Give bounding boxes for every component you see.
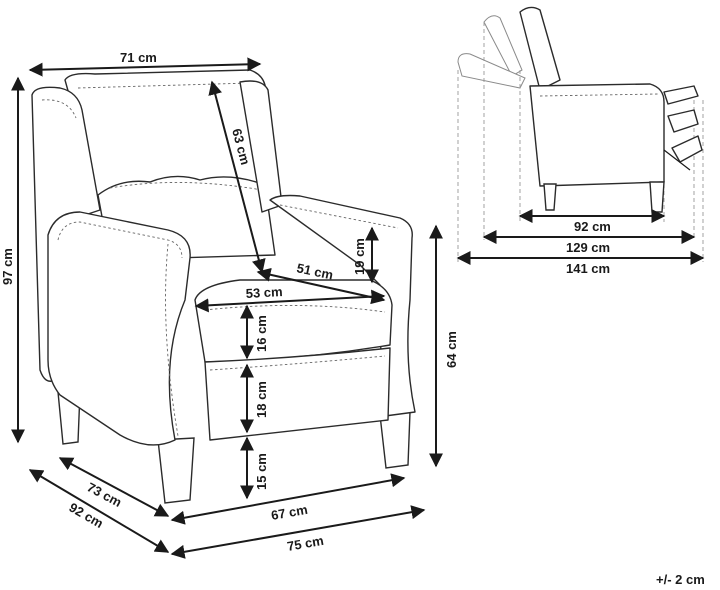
armrest-height-label: 19 cm bbox=[352, 238, 367, 275]
partial-recline-length-label: 129 cm bbox=[566, 240, 610, 255]
dimension-lines bbox=[11, 57, 443, 559]
top-width-label: 71 cm bbox=[120, 50, 157, 65]
arm-to-floor-height-label: 64 cm bbox=[444, 331, 459, 368]
tolerance-note: +/- 2 cm bbox=[656, 572, 705, 587]
seat-thickness-label: 16 cm bbox=[254, 315, 269, 352]
seat-width-label: 53 cm bbox=[245, 284, 283, 301]
seat-depth-label: 51 cm bbox=[295, 260, 334, 282]
recliner-side-view bbox=[457, 6, 704, 262]
front-panel-height-label: 18 cm bbox=[254, 381, 269, 418]
side-view-dimension-lines bbox=[456, 209, 705, 265]
leg-height-label: 15 cm bbox=[254, 453, 269, 490]
full-recline-length-label: 141 cm bbox=[566, 261, 610, 276]
overall-width-label: 75 cm bbox=[286, 533, 325, 554]
base-width-label: 67 cm bbox=[270, 502, 309, 523]
closed-depth-label: 92 cm bbox=[574, 219, 611, 234]
total-height-label: 97 cm bbox=[0, 248, 15, 285]
armchair-front-view bbox=[31, 69, 416, 504]
